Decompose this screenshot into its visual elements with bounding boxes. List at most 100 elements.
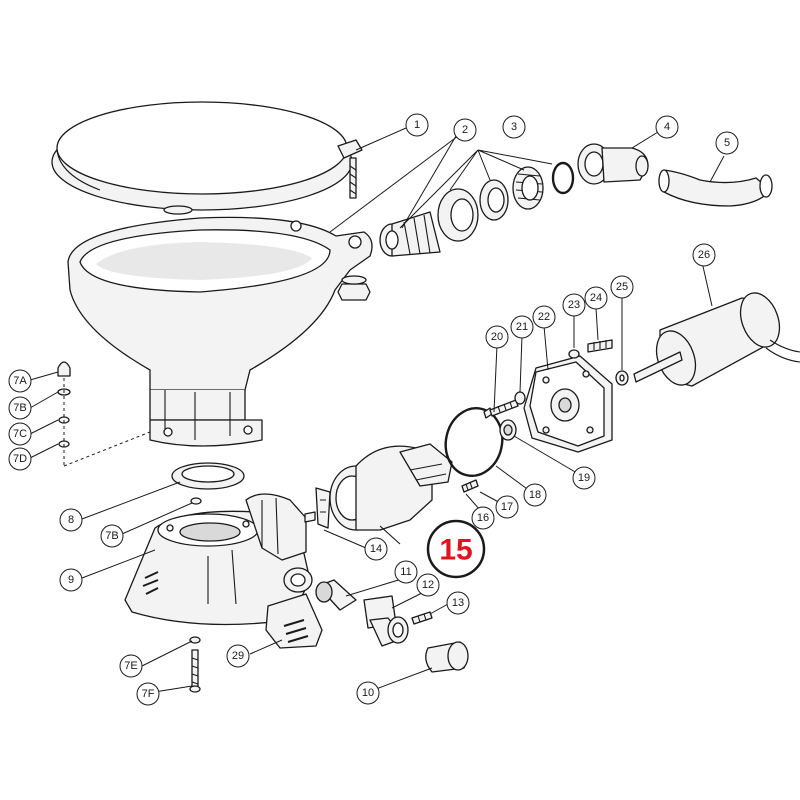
callout-7c: 7C xyxy=(8,422,32,446)
control-knob xyxy=(425,641,469,673)
callout-1: 1 xyxy=(405,113,429,137)
callout-4: 4 xyxy=(655,115,679,139)
callout-label: 7B xyxy=(13,402,26,414)
callout-21: 21 xyxy=(510,315,534,339)
callout-label: 4 xyxy=(664,121,670,133)
callout-label: 26 xyxy=(698,249,710,261)
callout-25: 25 xyxy=(610,275,634,299)
bolt-7f xyxy=(189,649,201,693)
callout-label: 24 xyxy=(590,292,602,304)
callout-23: 23 xyxy=(562,293,586,317)
callout-7e: 7E xyxy=(119,654,143,678)
callout-8: 8 xyxy=(59,508,83,532)
callout-label: 22 xyxy=(538,311,550,323)
callout-label: 12 xyxy=(422,579,434,591)
callout-label: 19 xyxy=(578,472,590,484)
pump-housing xyxy=(329,443,453,545)
callout-17: 17 xyxy=(495,495,519,519)
set-screw-16 xyxy=(461,479,479,493)
callout-18: 18 xyxy=(523,483,547,507)
callout-label: 7B xyxy=(105,530,118,542)
leader-lines xyxy=(29,127,725,695)
bowl-nut-washer xyxy=(337,275,371,301)
callout-13: 13 xyxy=(446,591,470,615)
callout-7a: 7A xyxy=(8,369,32,393)
callout-label: 25 xyxy=(616,281,628,293)
discharge-valve xyxy=(315,579,357,611)
callout-label: 9 xyxy=(68,574,74,586)
callout-label: 7F xyxy=(142,688,155,700)
callout-label: 21 xyxy=(516,321,528,333)
washer-21 xyxy=(514,391,526,405)
callout-26: 26 xyxy=(692,243,716,267)
callout-label: 14 xyxy=(370,543,382,555)
callout-label: 7E xyxy=(124,660,137,672)
callout-label: 23 xyxy=(568,299,580,311)
callout-2: 2 xyxy=(453,118,477,142)
callout-20: 20 xyxy=(485,325,509,349)
bolt-24 xyxy=(587,339,613,353)
callout-7b-lower: 7B xyxy=(100,524,124,548)
callout-7b: 7B xyxy=(8,396,32,420)
discharge-elbow xyxy=(363,595,409,647)
callout-label: 11 xyxy=(400,566,411,578)
callout-14: 14 xyxy=(364,537,388,561)
highlight-label: 15 xyxy=(439,534,472,567)
callout-16: 16 xyxy=(471,506,495,530)
base-cover-29 xyxy=(265,593,323,649)
callout-9: 9 xyxy=(59,568,83,592)
callout-label: 18 xyxy=(529,489,541,501)
callout-label: 7C xyxy=(13,428,27,440)
washer-23 xyxy=(568,349,580,359)
electric-motor xyxy=(633,292,800,387)
blade-screw xyxy=(304,511,316,523)
callout-11: 11 xyxy=(394,560,418,584)
inlet-flange xyxy=(379,211,441,257)
washer-7b-lower xyxy=(190,497,202,505)
callout-7f: 7F xyxy=(136,682,160,706)
seal-ring-medium xyxy=(479,179,509,221)
washer-7e xyxy=(189,636,201,644)
callout-label: 10 xyxy=(362,687,374,699)
toilet-bowl xyxy=(67,216,373,447)
o-ring-large xyxy=(444,407,504,477)
callout-24: 24 xyxy=(584,286,608,310)
screw-20 xyxy=(483,399,519,419)
highlight-callout-15: 15 xyxy=(426,519,486,579)
callout-label: 1 xyxy=(414,119,420,131)
callout-label: 16 xyxy=(477,512,489,524)
o-ring-small xyxy=(551,161,575,195)
callout-label: 13 xyxy=(452,597,464,609)
callout-label: 7A xyxy=(13,375,27,387)
callout-29: 29 xyxy=(226,644,250,668)
toilet-lid xyxy=(51,101,353,215)
seal-ring-large xyxy=(437,188,479,242)
shaft-seal xyxy=(499,419,517,441)
seat-hinge-bolt xyxy=(337,139,363,199)
callout-10: 10 xyxy=(356,681,380,705)
callout-label: 17 xyxy=(501,501,513,513)
callout-7d: 7D xyxy=(8,447,32,471)
callout-label: 2 xyxy=(462,124,468,136)
washer-25 xyxy=(615,370,629,386)
callout-label: 29 xyxy=(232,650,244,662)
macerator-blade xyxy=(315,487,331,529)
callout-3: 3 xyxy=(502,115,526,139)
callout-label: 7D xyxy=(13,453,27,465)
inlet-hose xyxy=(658,169,773,207)
screw-13 xyxy=(411,611,433,625)
callout-label: 3 xyxy=(511,121,517,133)
fastener-stack-left xyxy=(57,361,151,467)
base-gasket xyxy=(171,462,245,490)
hose-elbow-fitting xyxy=(577,143,649,185)
callout-19: 19 xyxy=(572,466,596,490)
callout-label: 20 xyxy=(491,331,503,343)
callout-22: 22 xyxy=(532,305,556,329)
callout-label: 8 xyxy=(68,514,74,526)
callout-12: 12 xyxy=(416,573,440,597)
callout-5: 5 xyxy=(715,131,739,155)
motor-mount-plate xyxy=(523,355,613,453)
pump-base xyxy=(124,493,313,626)
